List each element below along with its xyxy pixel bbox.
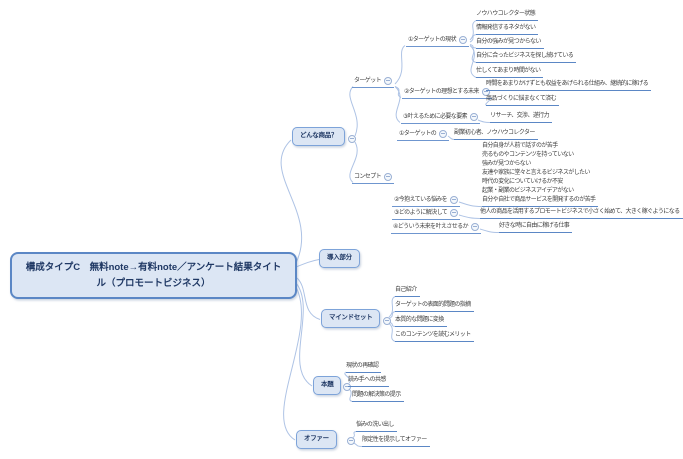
- problem-line: 起業・副業のビジネスアイデアがない: [482, 188, 574, 194]
- collapse-icon[interactable]: [470, 223, 479, 231]
- topic-leaf[interactable]: 時間をあまりかけずとも収益をあげられる仕組み、継続的に稼げる: [486, 81, 652, 91]
- topic-leaf[interactable]: 本質的な問題に変換: [395, 317, 447, 327]
- topic-target-required-label: ③叶えるために必要な要素: [403, 113, 468, 120]
- branch-product[interactable]: どんな商品？: [292, 127, 346, 146]
- collapse-icon[interactable]: [450, 209, 459, 217]
- topic-concept-who-label: ①ターゲットの: [399, 130, 437, 137]
- topic-leaf[interactable]: 忙しくてあまり時間がない: [476, 68, 544, 78]
- topic-leaf[interactable]: 好きな時に自由に稼げる仕事: [499, 223, 573, 233]
- branch-main-body[interactable]: 本題: [313, 376, 342, 395]
- topic-concept-future-label: ④どういう未来を叶えさせるか: [393, 223, 469, 230]
- topic-leaf[interactable]: 問題の解決策の提示: [352, 392, 404, 402]
- collapse-icon[interactable]: [384, 173, 393, 181]
- topic-target-label: ターゲット: [354, 77, 382, 84]
- topic-leaf[interactable]: 限定性を提示してオファー: [362, 437, 430, 447]
- topic-concept-problems-label: ②今抱えている悩みを: [394, 196, 448, 203]
- problem-line: 時代の変化についていけるか不安: [482, 179, 563, 185]
- topic-concept-label: コンセプト: [354, 173, 382, 180]
- collapse-icon[interactable]: [439, 130, 448, 138]
- branch-mindset[interactable]: マインドセット: [321, 309, 381, 328]
- topic-leaf[interactable]: 悩みの洗い出し: [356, 422, 397, 432]
- problem-line: 自分自身が人前で話すのが苦手: [482, 143, 558, 149]
- topic-concept-who[interactable]: ①ターゲットの: [397, 130, 450, 141]
- topic-leaf[interactable]: 自分に合ったビジネスを探し続けている: [476, 53, 577, 63]
- collapse-icon[interactable]: [481, 88, 490, 96]
- topic-leaf[interactable]: 商品づくりに悩まなくて済む: [486, 96, 560, 106]
- topic-concept-solution-label: ③どのように解決して: [394, 209, 448, 216]
- topic-target-required[interactable]: ③叶えるために必要な要素: [401, 113, 480, 124]
- branch-offer[interactable]: オファー: [296, 430, 337, 449]
- collapse-icon[interactable]: [458, 36, 467, 44]
- problem-line: 自分や自社で商品サービスを開発するのが苦手: [482, 197, 596, 203]
- topic-leaf[interactable]: 自分の強みが見つからない: [476, 39, 544, 49]
- branch-intro[interactable]: 導入部分: [319, 249, 360, 268]
- topic-leaf[interactable]: 読み手への共感: [348, 377, 389, 387]
- collapse-icon[interactable]: [384, 77, 393, 85]
- topic-leaf[interactable]: ターゲットの表面的問題の指摘: [395, 302, 474, 312]
- problem-line: 強みが見つからない: [482, 161, 531, 167]
- collapse-icon[interactable]: [347, 437, 355, 445]
- topic-target-current[interactable]: ①ターゲットの現状: [406, 36, 469, 47]
- collapse-icon[interactable]: [470, 113, 478, 121]
- topic-leaf[interactable]: 自己紹介: [395, 287, 420, 297]
- topic-leaf[interactable]: リサーチ、交渉、遂行力: [490, 113, 553, 123]
- collapse-icon[interactable]: [343, 383, 351, 391]
- problem-line: 売るものやコンテンツを持っていない: [482, 152, 574, 158]
- topic-leaf[interactable]: 現状の再確認: [346, 363, 382, 373]
- topic-concept-solution[interactable]: ③どのように解決して: [392, 209, 461, 220]
- topic-target[interactable]: ターゲット: [352, 77, 395, 88]
- collapse-icon[interactable]: [450, 196, 459, 204]
- topic-target-ideal-label: ②ターゲットの理想とする未来: [404, 88, 479, 95]
- topic-leaf[interactable]: 副業初心者、ノウハウコレクター: [454, 130, 538, 140]
- topic-leaf-multiline[interactable]: 自分自身が人前で話すのが苦手 売るものやコンテンツを持っていない 強みが見つから…: [482, 142, 599, 207]
- root-topic[interactable]: 構成タイプC 無料note→有料note／アンケート結果タイトル（プロモートビジ…: [10, 252, 297, 300]
- topic-leaf[interactable]: 他人の商品を活用するプロモートビジネスで小さく始めて、大きく稼ぐようになる: [480, 209, 683, 219]
- problem-line: 友達や家族に堂々と言えるビジネスがしたい: [482, 170, 590, 176]
- topic-concept-future[interactable]: ④どういう未来を叶えさせるか: [391, 223, 481, 234]
- topic-concept[interactable]: コンセプト: [352, 173, 395, 184]
- topic-target-ideal[interactable]: ②ターゲットの理想とする未来: [402, 88, 492, 99]
- collapse-icon[interactable]: [348, 135, 356, 143]
- topic-leaf[interactable]: ノウハウコレクター状態: [476, 11, 539, 21]
- collapse-icon[interactable]: [383, 317, 391, 325]
- topic-concept-problems[interactable]: ②今抱えている悩みを: [392, 196, 461, 207]
- topic-target-current-label: ①ターゲットの現状: [408, 36, 457, 43]
- topic-leaf[interactable]: このコンテンツを読むメリット: [395, 332, 474, 342]
- topic-leaf[interactable]: 情報発信するネタがない: [476, 25, 539, 35]
